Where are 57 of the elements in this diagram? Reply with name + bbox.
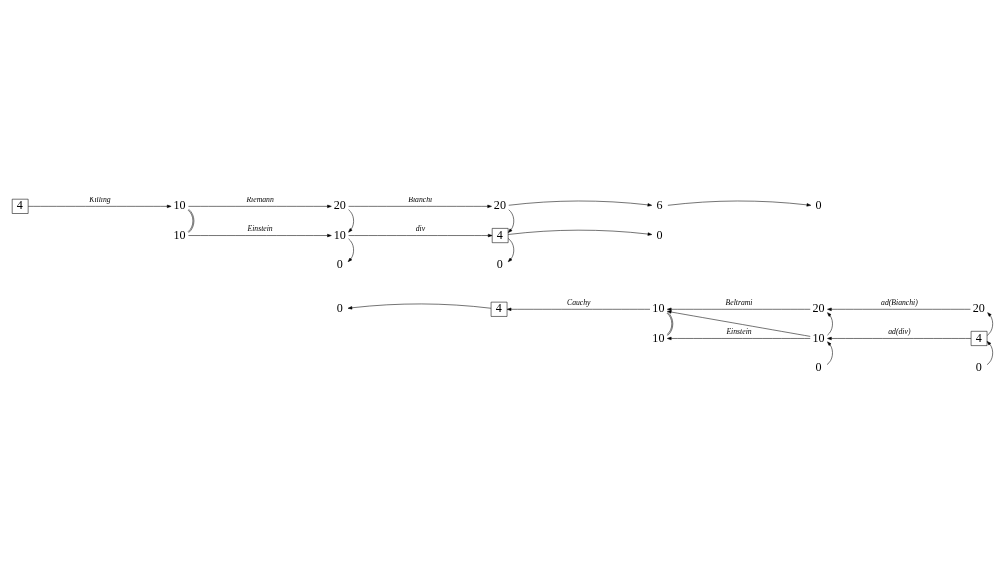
arrow	[826, 341, 833, 365]
arrow	[827, 336, 972, 340]
arrow	[348, 208, 354, 232]
arrow	[667, 336, 811, 340]
edge-label: Bianchi	[408, 194, 433, 204]
node-text: 10	[652, 330, 665, 345]
node-text: 20	[972, 300, 985, 315]
arrow	[827, 307, 971, 311]
node-text: 0	[815, 197, 822, 212]
arrow	[348, 233, 493, 237]
node-text: 10	[652, 300, 665, 315]
edge-label: Beltrami	[725, 297, 753, 307]
node-text: 10	[812, 330, 825, 345]
arrow	[28, 204, 172, 208]
node-text: 0	[336, 256, 343, 271]
node-text: 0	[815, 359, 822, 374]
node-box: 4	[490, 301, 508, 317]
node-text: 0	[656, 227, 663, 242]
arrow	[827, 311, 833, 335]
edge-label: Killing	[89, 194, 111, 204]
edge-label: Einstein	[726, 326, 752, 336]
arrow	[667, 200, 812, 206]
node-text: 10	[333, 227, 346, 242]
edge-label: div	[415, 223, 426, 233]
arrow	[188, 233, 332, 237]
arrow	[347, 238, 354, 262]
arrow	[348, 204, 492, 208]
arrow	[508, 200, 652, 206]
node-text: 6	[656, 197, 663, 212]
arrow	[508, 208, 515, 233]
edge-label: Riemann	[246, 194, 274, 204]
node-text: 20	[333, 197, 346, 212]
edge-label: ad(Bianchi)	[881, 297, 918, 307]
node-text: 20	[812, 300, 825, 315]
connector	[666, 311, 674, 336]
arrow	[506, 307, 651, 311]
node-text: 20	[493, 197, 506, 212]
edge-label: Cauchy	[567, 297, 591, 307]
connector	[187, 208, 195, 233]
edge-label: Einstein	[247, 223, 273, 233]
edge-label: ad(div)	[888, 326, 911, 336]
arrow	[986, 311, 993, 336]
arrow	[986, 340, 993, 365]
node-text: 0	[975, 359, 982, 374]
node-box: 4	[970, 330, 988, 346]
arrow	[507, 237, 515, 262]
arrow	[667, 309, 811, 337]
node-box: 4	[491, 227, 509, 243]
node-text: 0	[496, 256, 503, 271]
node-text: 0	[336, 300, 343, 315]
node-text: 10	[173, 197, 186, 212]
arrow	[188, 204, 332, 208]
arrow	[508, 229, 653, 236]
node-box: 4	[11, 198, 29, 214]
node-text: 10	[173, 227, 186, 242]
arrow	[667, 307, 811, 311]
arrow	[347, 303, 492, 309]
